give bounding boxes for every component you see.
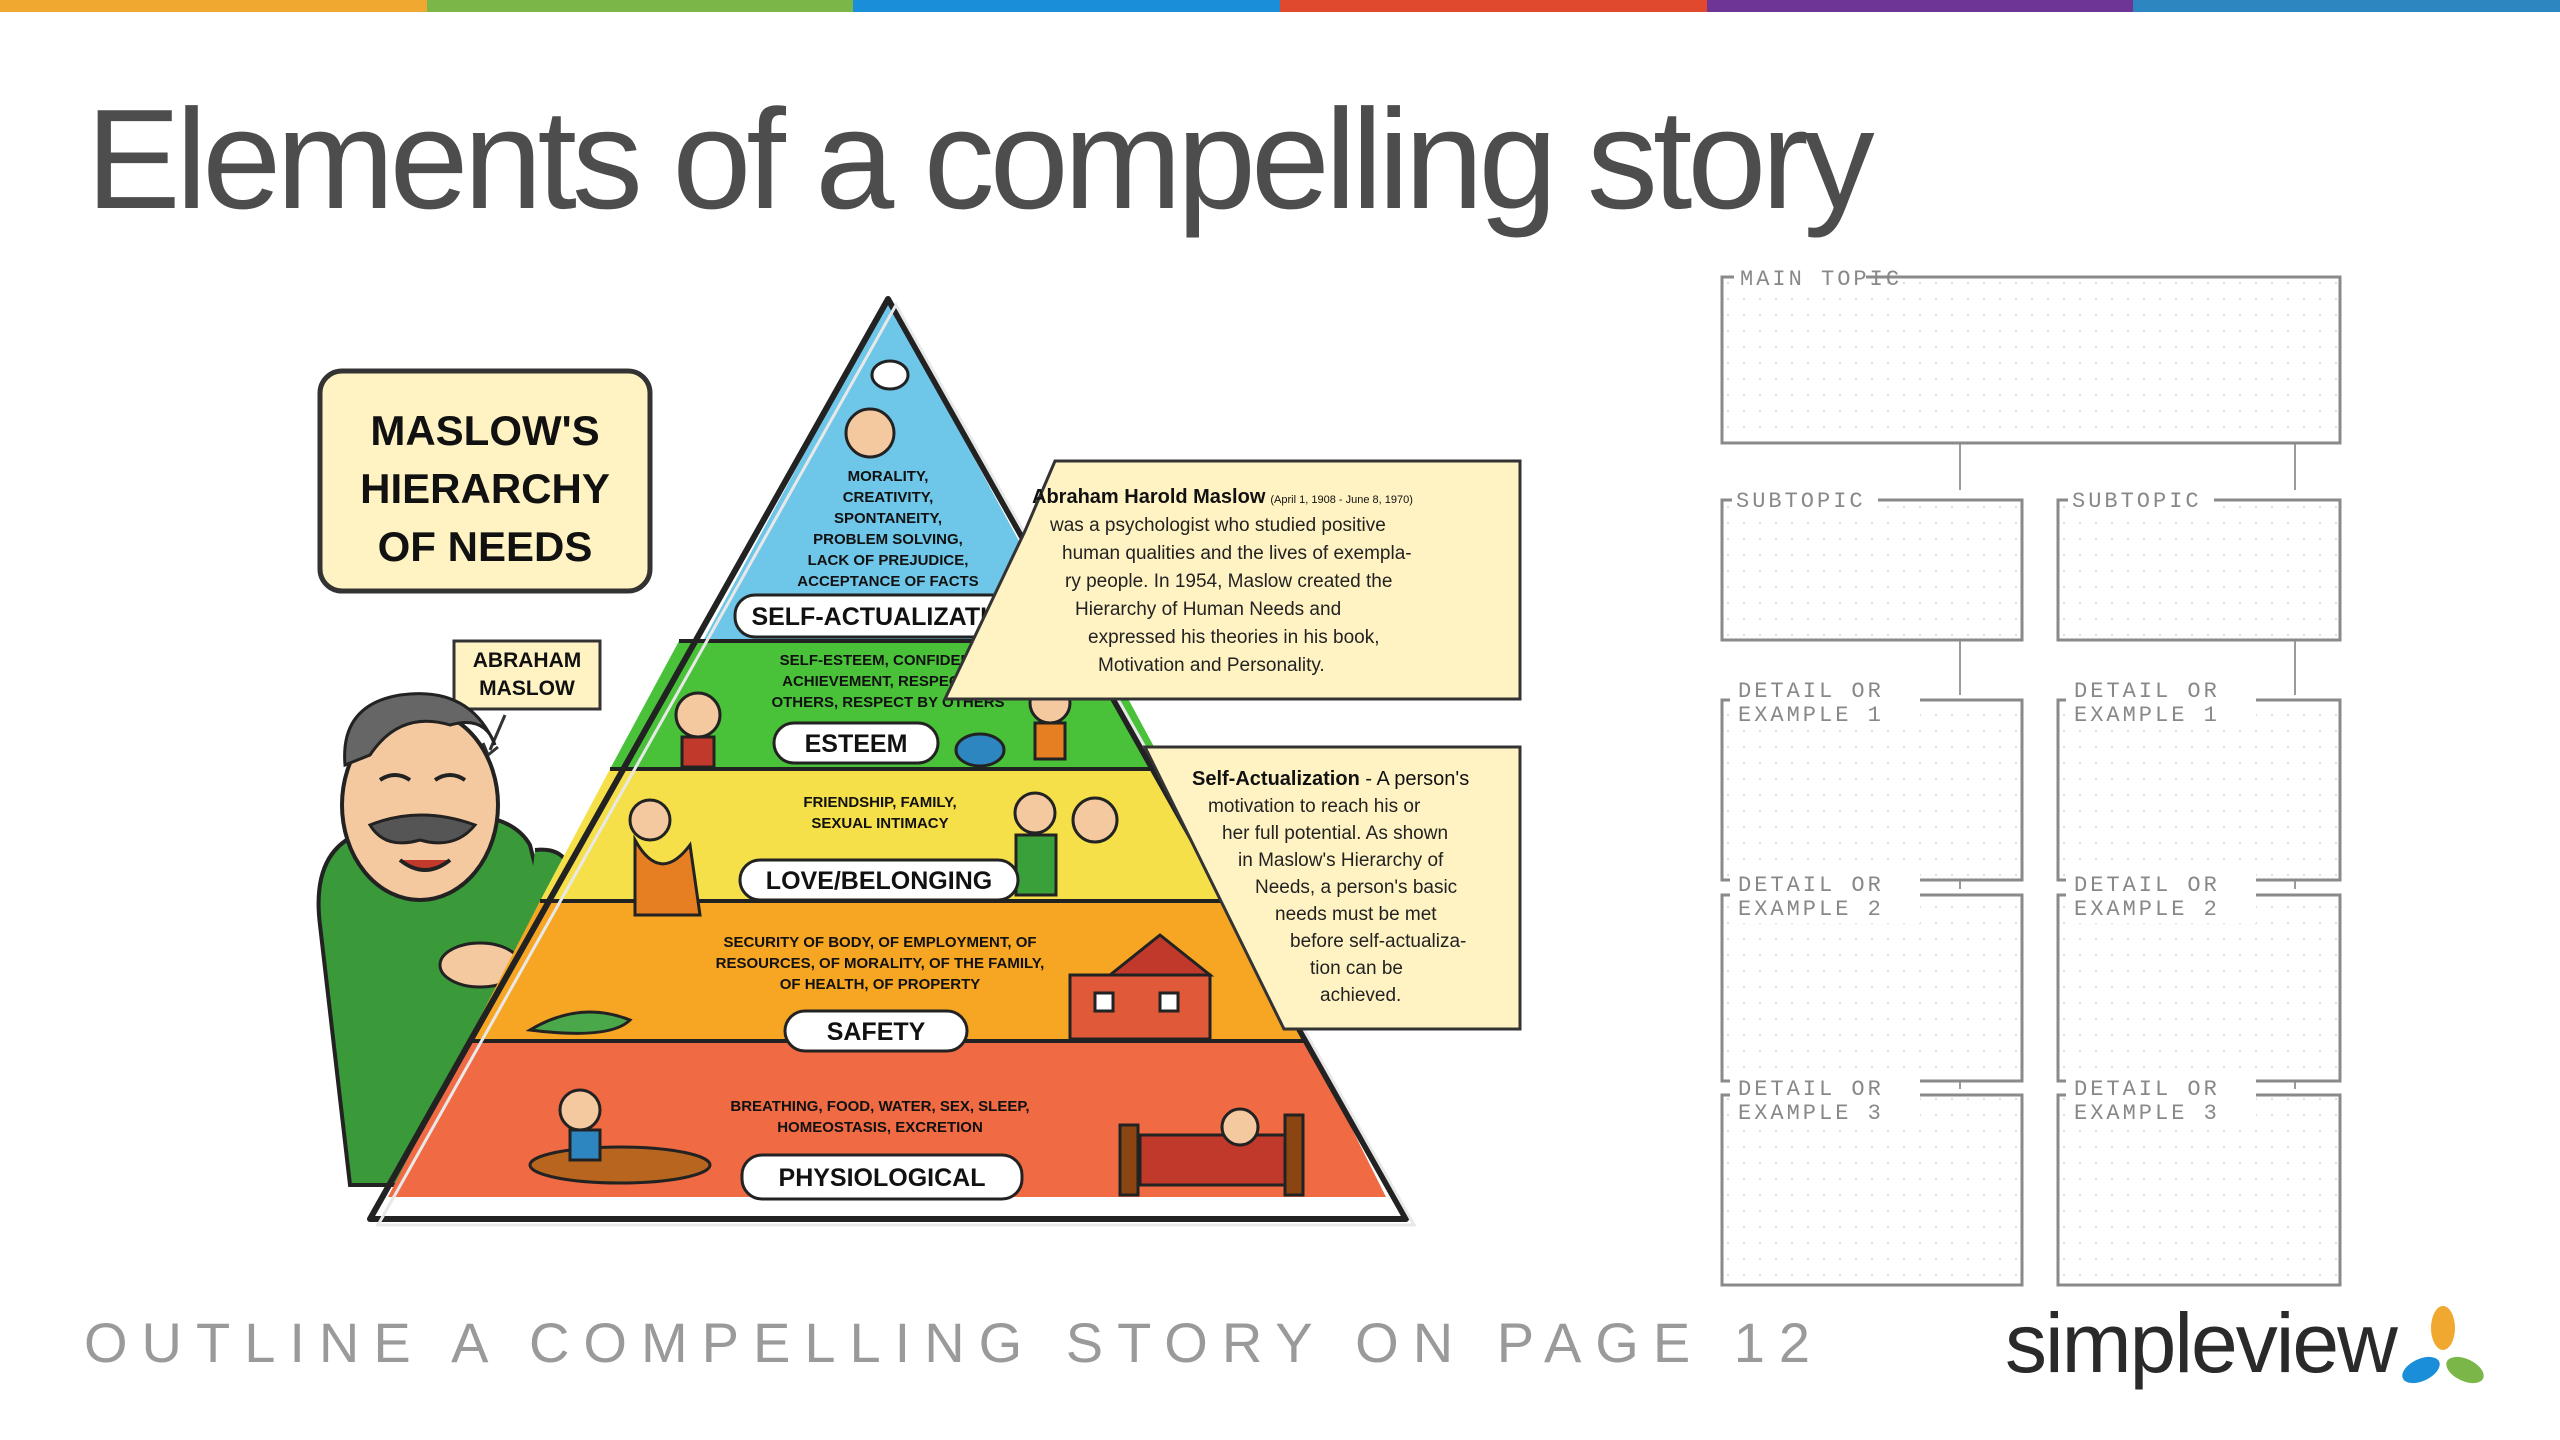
worksheet-connectors — [1959, 443, 2296, 1089]
sa-def-7: tion can be — [1310, 958, 1403, 979]
love-desc-1: FRIENDSHIP, FAMILY, — [803, 794, 956, 811]
left-detail-2-line-2: EXAMPLE 2 — [1738, 897, 1884, 922]
stripe-green — [426, 0, 854, 12]
logo-leaf-icon — [2402, 1306, 2484, 1384]
slide-title: Elements of a compelling story — [86, 80, 1875, 239]
tag-line-1: ABRAHAM — [473, 649, 582, 672]
right-detail-3-line-1: DETAIL OR — [2074, 1077, 2220, 1102]
maslow-heading-box: MASLOW'S HIERARCHY OF NEEDS — [317, 368, 653, 594]
esteem-desc-2: ACHIEVEMENT, RESPECT OF — [782, 673, 994, 690]
sa-def-2: her full potential. As shown — [1222, 823, 1448, 844]
safety-desc-1: SECURITY OF BODY, OF EMPLOYMENT, OF — [723, 934, 1036, 951]
main-topic-box: MAIN TOPIC — [1720, 265, 2342, 445]
love-desc-2: SEXUAL INTIMACY — [811, 815, 948, 832]
safety-desc-2: RESOURCES, OF MORALITY, OF THE FAMILY, — [716, 955, 1045, 972]
heading-line-2: HIERARCHY — [360, 465, 610, 512]
tag-line-2: MASLOW — [479, 677, 575, 700]
sa-desc-2: CREATIVITY, — [843, 489, 934, 506]
left-detail-1-box: DETAIL OR EXAMPLE 1 — [1720, 677, 2024, 882]
maslow-bio-box: Abraham Harold Maslow(April 1, 1908 - Ju… — [942, 459, 1522, 701]
sa-desc-6: ACCEPTANCE OF FACTS — [797, 573, 978, 590]
safety-label: SAFETY — [827, 1018, 926, 1046]
phys-desc-1: BREATHING, FOOD, WATER, SEX, SLEEP, — [730, 1098, 1029, 1115]
sa-desc-5: LACK OF PREJUDICE, — [808, 552, 969, 569]
right-detail-1-line-2: EXAMPLE 1 — [2074, 703, 2220, 728]
bio-line-6: Motivation and Personality. — [1098, 655, 1325, 676]
simpleview-logo: simpleview — [2005, 1295, 2505, 1405]
subtopic-left-box: SUBTOPIC — [1720, 487, 2024, 642]
safety-desc-3: OF HEALTH, OF PROPERTY — [780, 976, 981, 993]
level-love-belonging: FRIENDSHIP, FAMILY, SEXUAL INTIMACY LOVE… — [738, 794, 1020, 902]
left-detail-1-line-1: DETAIL OR — [1738, 679, 1884, 704]
esteem-label: ESTEEM — [805, 730, 908, 758]
sa-def-first: Self-Actualization - A person's — [1192, 768, 1469, 790]
subtopic-right-label: SUBTOPIC — [2072, 489, 2202, 514]
level-self-actualization: MORALITY, CREATIVITY, SPONTANEITY, PROBL… — [733, 468, 1043, 639]
top-color-stripe — [0, 0, 2560, 12]
heading-line-1: MASLOW'S — [370, 407, 599, 454]
bio-line-1: was a psychologist who studied positive — [1049, 515, 1386, 536]
left-detail-2-line-1: DETAIL OR — [1738, 873, 1884, 898]
right-detail-2-box: DETAIL OR EXAMPLE 2 — [2056, 871, 2342, 1083]
phys-label: PHYSIOLOGICAL — [779, 1164, 986, 1192]
subtopic-right-box: SUBTOPIC — [2056, 487, 2342, 642]
sa-desc-4: PROBLEM SOLVING, — [813, 531, 963, 548]
maslow-name-tag: ABRAHAM MASLOW — [452, 639, 602, 758]
level-safety: SECURITY OF BODY, OF EMPLOYMENT, OF RESO… — [716, 934, 1045, 1053]
stripe-blue — [853, 0, 1281, 12]
left-detail-2-box: DETAIL OR EXAMPLE 2 — [1720, 871, 2024, 1083]
right-detail-2-line-2: EXAMPLE 2 — [2074, 897, 2220, 922]
right-detail-1-line-1: DETAIL OR — [2074, 679, 2220, 704]
sa-desc-1: MORALITY, — [848, 468, 929, 485]
bio-header: Abraham Harold Maslow(April 1, 1908 - Ju… — [1032, 486, 1413, 508]
heading-line-3: OF NEEDS — [378, 523, 593, 570]
right-detail-3-line-2: EXAMPLE 3 — [2074, 1101, 2220, 1126]
stripe-purple — [1706, 0, 2134, 12]
left-detail-3-line-2: EXAMPLE 3 — [1738, 1101, 1884, 1126]
self-actualization-definition-box: Self-Actualization - A person's motivati… — [1142, 745, 1522, 1031]
phys-desc-2: HOMEOSTASIS, EXCRETION — [777, 1119, 983, 1136]
sa-def-8: achieved. — [1320, 985, 1401, 1006]
left-detail-3-line-1: DETAIL OR — [1738, 1077, 1884, 1102]
right-detail-2-line-1: DETAIL OR — [2074, 873, 2220, 898]
left-detail-1-line-2: EXAMPLE 1 — [1738, 703, 1884, 728]
story-outline-worksheet: MAIN TOPIC SUBTOPIC SUBTOPIC DETAIL OR E… — [1720, 265, 2342, 1287]
sa-def-6: before self-actualiza- — [1290, 931, 1466, 952]
bio-line-3: ry people. In 1954, Maslow created the — [1065, 571, 1392, 592]
bio-line-2: human qualities and the lives of exempla… — [1062, 543, 1412, 564]
sa-desc-3: SPONTANEITY, — [834, 510, 942, 527]
stripe-red — [1280, 0, 1707, 12]
bio-line-5: expressed his theories in his book, — [1088, 627, 1380, 648]
left-detail-3-box: DETAIL OR EXAMPLE 3 — [1720, 1075, 2024, 1287]
stripe-teal — [2133, 0, 2560, 12]
sa-def-4: Needs, a person's basic — [1255, 877, 1457, 898]
main-topic-label: MAIN TOPIC — [1740, 267, 1902, 292]
bio-line-4: Hierarchy of Human Needs and — [1075, 599, 1341, 620]
love-label: LOVE/BELONGING — [766, 867, 992, 895]
right-detail-3-box: DETAIL OR EXAMPLE 3 — [2056, 1075, 2342, 1287]
maslow-hierarchy-illustration: MASLOW'S HIERARCHY OF NEEDS ABRAHAM MASL… — [316, 296, 1522, 1227]
slide-footer-note: OUTLINE A COMPELLING STORY ON PAGE 12 — [84, 1311, 1825, 1374]
pyramid-scene-drawings — [525, 359, 1305, 1197]
level-esteem: SELF-ESTEEM, CONFIDENCE, ACHIEVEMENT, RE… — [771, 652, 1005, 765]
sa-def-3: in Maslow's Hierarchy of — [1238, 850, 1444, 871]
sa-def-1: motivation to reach his or — [1208, 796, 1421, 817]
level-physiological: BREATHING, FOOD, WATER, SEX, SLEEP, HOME… — [730, 1098, 1030, 1201]
logo-wordmark: simpleview — [2005, 1296, 2398, 1390]
stripe-orange — [0, 0, 427, 12]
esteem-desc-1: SELF-ESTEEM, CONFIDENCE, — [780, 652, 997, 669]
subtopic-left-label: SUBTOPIC — [1736, 489, 1866, 514]
right-detail-1-box: DETAIL OR EXAMPLE 1 — [2056, 677, 2342, 882]
sa-def-5: needs must be met — [1275, 904, 1437, 925]
